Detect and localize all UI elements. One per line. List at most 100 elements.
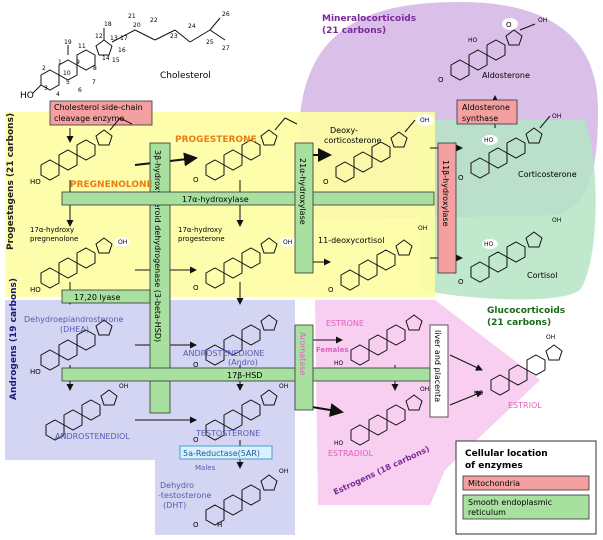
h-label: H — [217, 521, 222, 529]
o-label: O — [328, 286, 334, 294]
mineralocorticoids-carbons: (21 carbons) — [322, 26, 386, 36]
atom-number: 11 — [78, 43, 86, 50]
progesterone-structure: O — [193, 117, 298, 184]
ho-label: HO — [484, 241, 494, 248]
hydroxylase-21a-label: 21α-hydroxylase — [298, 158, 307, 225]
pregnenolone-label: PREGNENOLONE — [70, 180, 153, 190]
hsd3b-enzyme-label: 3β-hydroxysteroid dehydrogenase (3-beta-… — [153, 150, 162, 342]
cholesterol-ho: HO — [20, 91, 34, 101]
testosterone-label: TESTOSTERONE — [195, 429, 260, 438]
deoxycorticosterone-structure: OH O — [323, 114, 434, 186]
dhea-structure: HO — [30, 319, 113, 376]
cholesterol-structure: HO Cholesterol 1 2 3 4 5 6 7 8 9 10 11 1… — [20, 11, 230, 101]
atom-number: 2 — [42, 65, 46, 72]
aldosterone-synthase-box — [456, 99, 518, 125]
oh-label: OH — [279, 383, 288, 390]
glucocorticoids-label: Glucocorticoids — [487, 306, 565, 316]
atom-number: 17 — [120, 35, 128, 42]
side-chain-enzyme-line1: Cholesterol side-chain — [54, 103, 143, 112]
oh-label: OH — [118, 239, 127, 246]
atom-number: 22 — [150, 17, 158, 24]
reductase-5a-label: 5a-Reductase(5AR) — [183, 449, 260, 458]
mineralocorticoids-label: Mineralocorticoids — [322, 14, 416, 24]
oh-label: OH — [420, 386, 429, 393]
cortisol-structure: HO OH O — [458, 217, 561, 286]
o-label: O — [506, 21, 512, 29]
dhea-line1: Dehydroepiandrosterone — [24, 315, 124, 324]
estradiol-structure: OH HO — [334, 386, 429, 447]
testosterone-structure: OH O — [193, 383, 288, 444]
o-label: O — [438, 76, 444, 84]
females-label: Females — [316, 346, 349, 354]
o-label: O — [193, 521, 199, 529]
dht-line1: Dehydro — [160, 481, 194, 490]
atom-number: 26 — [222, 11, 230, 18]
aromatase-box — [294, 324, 314, 411]
o-label: O — [193, 176, 199, 184]
oh-label: OH — [279, 468, 288, 475]
hydroxyprogesterone-line2: progesterone — [178, 235, 225, 243]
dht-line3: (DHT) — [163, 501, 186, 510]
atom-number: 3 — [44, 85, 48, 92]
hydroxylase-17a-box — [61, 191, 435, 206]
side-chain-enzyme-box — [49, 100, 153, 126]
hydroxyprogesterone-structure: OH O — [193, 237, 295, 292]
legend-er-line2: reticulum — [468, 508, 506, 517]
legend-mitochondria-label: Mitochondria — [468, 479, 520, 488]
ho-label: HO — [30, 178, 41, 186]
o-label: O — [193, 284, 199, 292]
atom-number: 19 — [64, 39, 72, 46]
androstenedione-structure: O — [193, 314, 278, 369]
hydroxypregnenolone-structure: OH HO — [30, 237, 130, 294]
oh-label: OH — [283, 239, 292, 246]
lyase-1720-box — [61, 289, 151, 304]
aldosterone-label: Aldosterone — [482, 71, 530, 80]
aldosterone-structure: HO O OH O — [438, 17, 547, 84]
reductase-5a-box — [179, 445, 273, 460]
atom-number: 12 — [95, 33, 103, 40]
liver-placenta-box — [429, 324, 449, 418]
arrow-estradiol-estriol — [449, 391, 483, 406]
glucocorticoids-carbons: (21 carbons) — [487, 318, 551, 328]
legend-title-line2: of enzymes — [465, 461, 523, 471]
estriol-label: ESTRIOL — [508, 401, 542, 410]
ho-label: HO — [468, 37, 478, 44]
atom-number: 27 — [222, 45, 230, 52]
estradiol-label: ESTRADIOL — [328, 449, 374, 458]
ho-label: HO — [30, 368, 41, 376]
aromatase-label: Aromatase — [298, 332, 307, 375]
hydroxylase-21a-box — [294, 142, 314, 274]
liver-placenta-label: liver and placenta — [433, 330, 442, 402]
aldosterone-synthase-line2: synthase — [462, 114, 498, 123]
dht-structure: OH O H — [193, 468, 288, 529]
ho-label: HO — [334, 360, 344, 367]
hydroxypregnenolone-line2: pregnenolone — [30, 235, 78, 243]
atom-number: 23 — [170, 33, 178, 40]
pregnenolone-structure: HO — [30, 117, 133, 186]
cholesterol-name: Cholesterol — [160, 71, 211, 81]
o-label: O — [193, 436, 199, 444]
legend-mitochondria-swatch — [462, 475, 590, 491]
atom-number: 25 — [206, 39, 214, 46]
side-chain-enzyme-line2: cleavage enzyme — [54, 114, 124, 123]
progesterone-label: PROGESTERONE — [175, 135, 257, 145]
atom-number: 4 — [56, 91, 60, 98]
males-label: Males — [195, 464, 216, 472]
atom-number: 15 — [112, 57, 120, 64]
oh-label: OH — [119, 383, 128, 390]
atom-number: 20 — [133, 22, 141, 29]
atom-number: 10 — [63, 70, 71, 77]
legend-er-swatch — [462, 494, 590, 520]
atom-number: 5 — [66, 79, 70, 86]
estrone-label: ESTRONE — [326, 319, 364, 328]
hydroxylase-17a-label: 17α-hydroxylase — [182, 195, 249, 204]
progestagens-label: Progestagens (21 carbons) — [6, 113, 16, 250]
andro-label: (Andro) — [228, 358, 258, 367]
legend-title-line1: Cellular location — [465, 449, 548, 459]
deoxycorticosterone-line1: Deoxy- — [330, 126, 358, 135]
hydroxypregnenolone-line1: 17α-hydroxy — [30, 226, 74, 234]
atom-number: 21 — [128, 13, 136, 20]
oh-label: OH — [552, 113, 561, 120]
ho-label: HO — [30, 286, 41, 294]
